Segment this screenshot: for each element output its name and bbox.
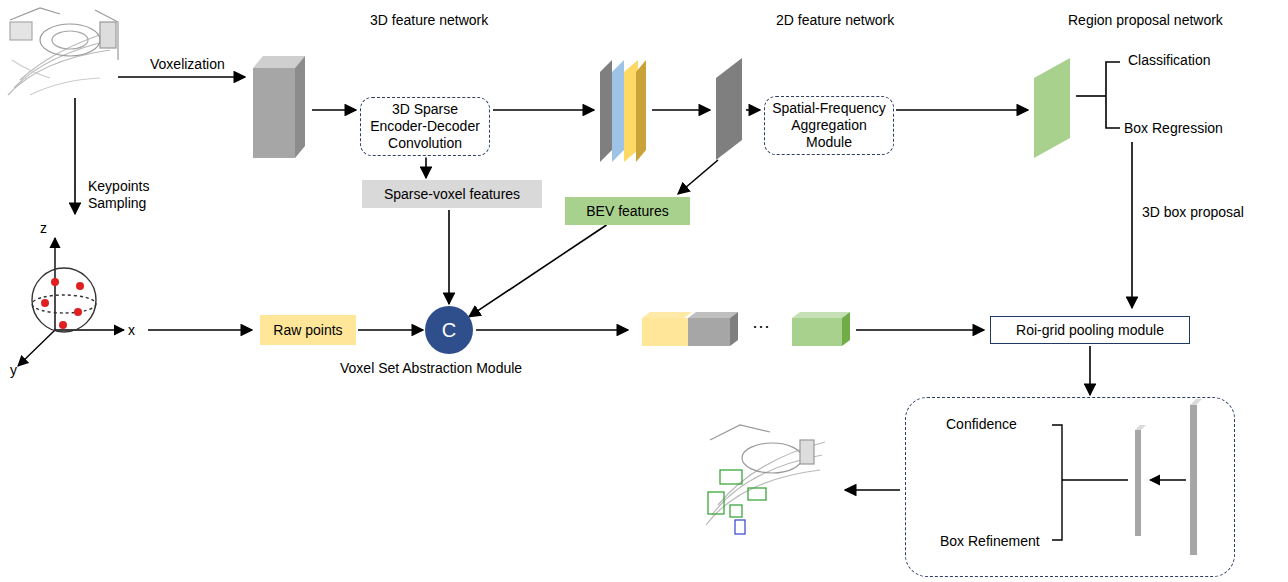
refinement-head [1052,399,1202,555]
feature-tag: BEV features [565,197,690,225]
bev-slab [716,58,742,160]
annotation-label: Classification [1128,52,1210,69]
node-text: 3D Sparse Encoder-Decoder Convolution [367,101,483,152]
node-text: Sparse-voxel features [384,186,520,203]
feature-tag: Raw points [260,315,356,345]
annotation-label: 3D feature network [370,12,488,29]
keypoint-axes [18,238,124,366]
flow-arrows [75,62,1132,490]
flow-connector [469,225,607,317]
flow-connector [1089,346,1091,395]
node-text: Roi-grid pooling module [1016,322,1164,339]
flow-connector [448,210,450,304]
point-cloud [8,8,118,95]
node-text: Spatial-Frequency Aggregation Module [771,100,887,151]
annotation-label: Voxel Set Abstraction Module [340,360,522,377]
dashed-module: 3D Sparse Encoder-Decoder Convolution [360,97,490,156]
node-text: Confidence [946,416,1017,433]
node-text: Raw points [273,322,342,339]
annotation-label: 2D feature network [776,12,894,29]
annotation-label: y [10,362,17,379]
output-scene [706,425,825,534]
annotation-label: x [128,322,135,339]
dashed-module: Spatial-Frequency Aggregation Module [764,96,894,155]
concat-features [642,312,850,346]
feature-stack [600,60,646,162]
annotation-label: Keypoints Sampling [88,178,162,212]
feature-tag: Sparse-voxel features [362,180,542,208]
node-text: Box Refinement [940,533,1040,550]
voxel-block [253,56,305,158]
concat-circle: C [425,306,473,354]
process-box: Roi-grid pooling module [990,316,1190,344]
keypoints [41,278,84,329]
annotation-label: Voxelization [150,56,225,73]
node-text: BEV features [586,203,669,220]
annotation-label: Box Regression [1124,120,1223,137]
dashed-region: ConfidenceBox Refinement [905,397,1235,577]
node-text: C [442,322,456,339]
rpn-slab [1034,58,1070,158]
flow-connector [358,329,423,331]
flow-connector [425,158,427,179]
annotation-label: ··· [752,318,770,335]
annotation-label: z [40,220,47,237]
annotation-label: 3D box proposal [1142,204,1244,221]
annotation-label: Region proposal network [1068,12,1223,29]
